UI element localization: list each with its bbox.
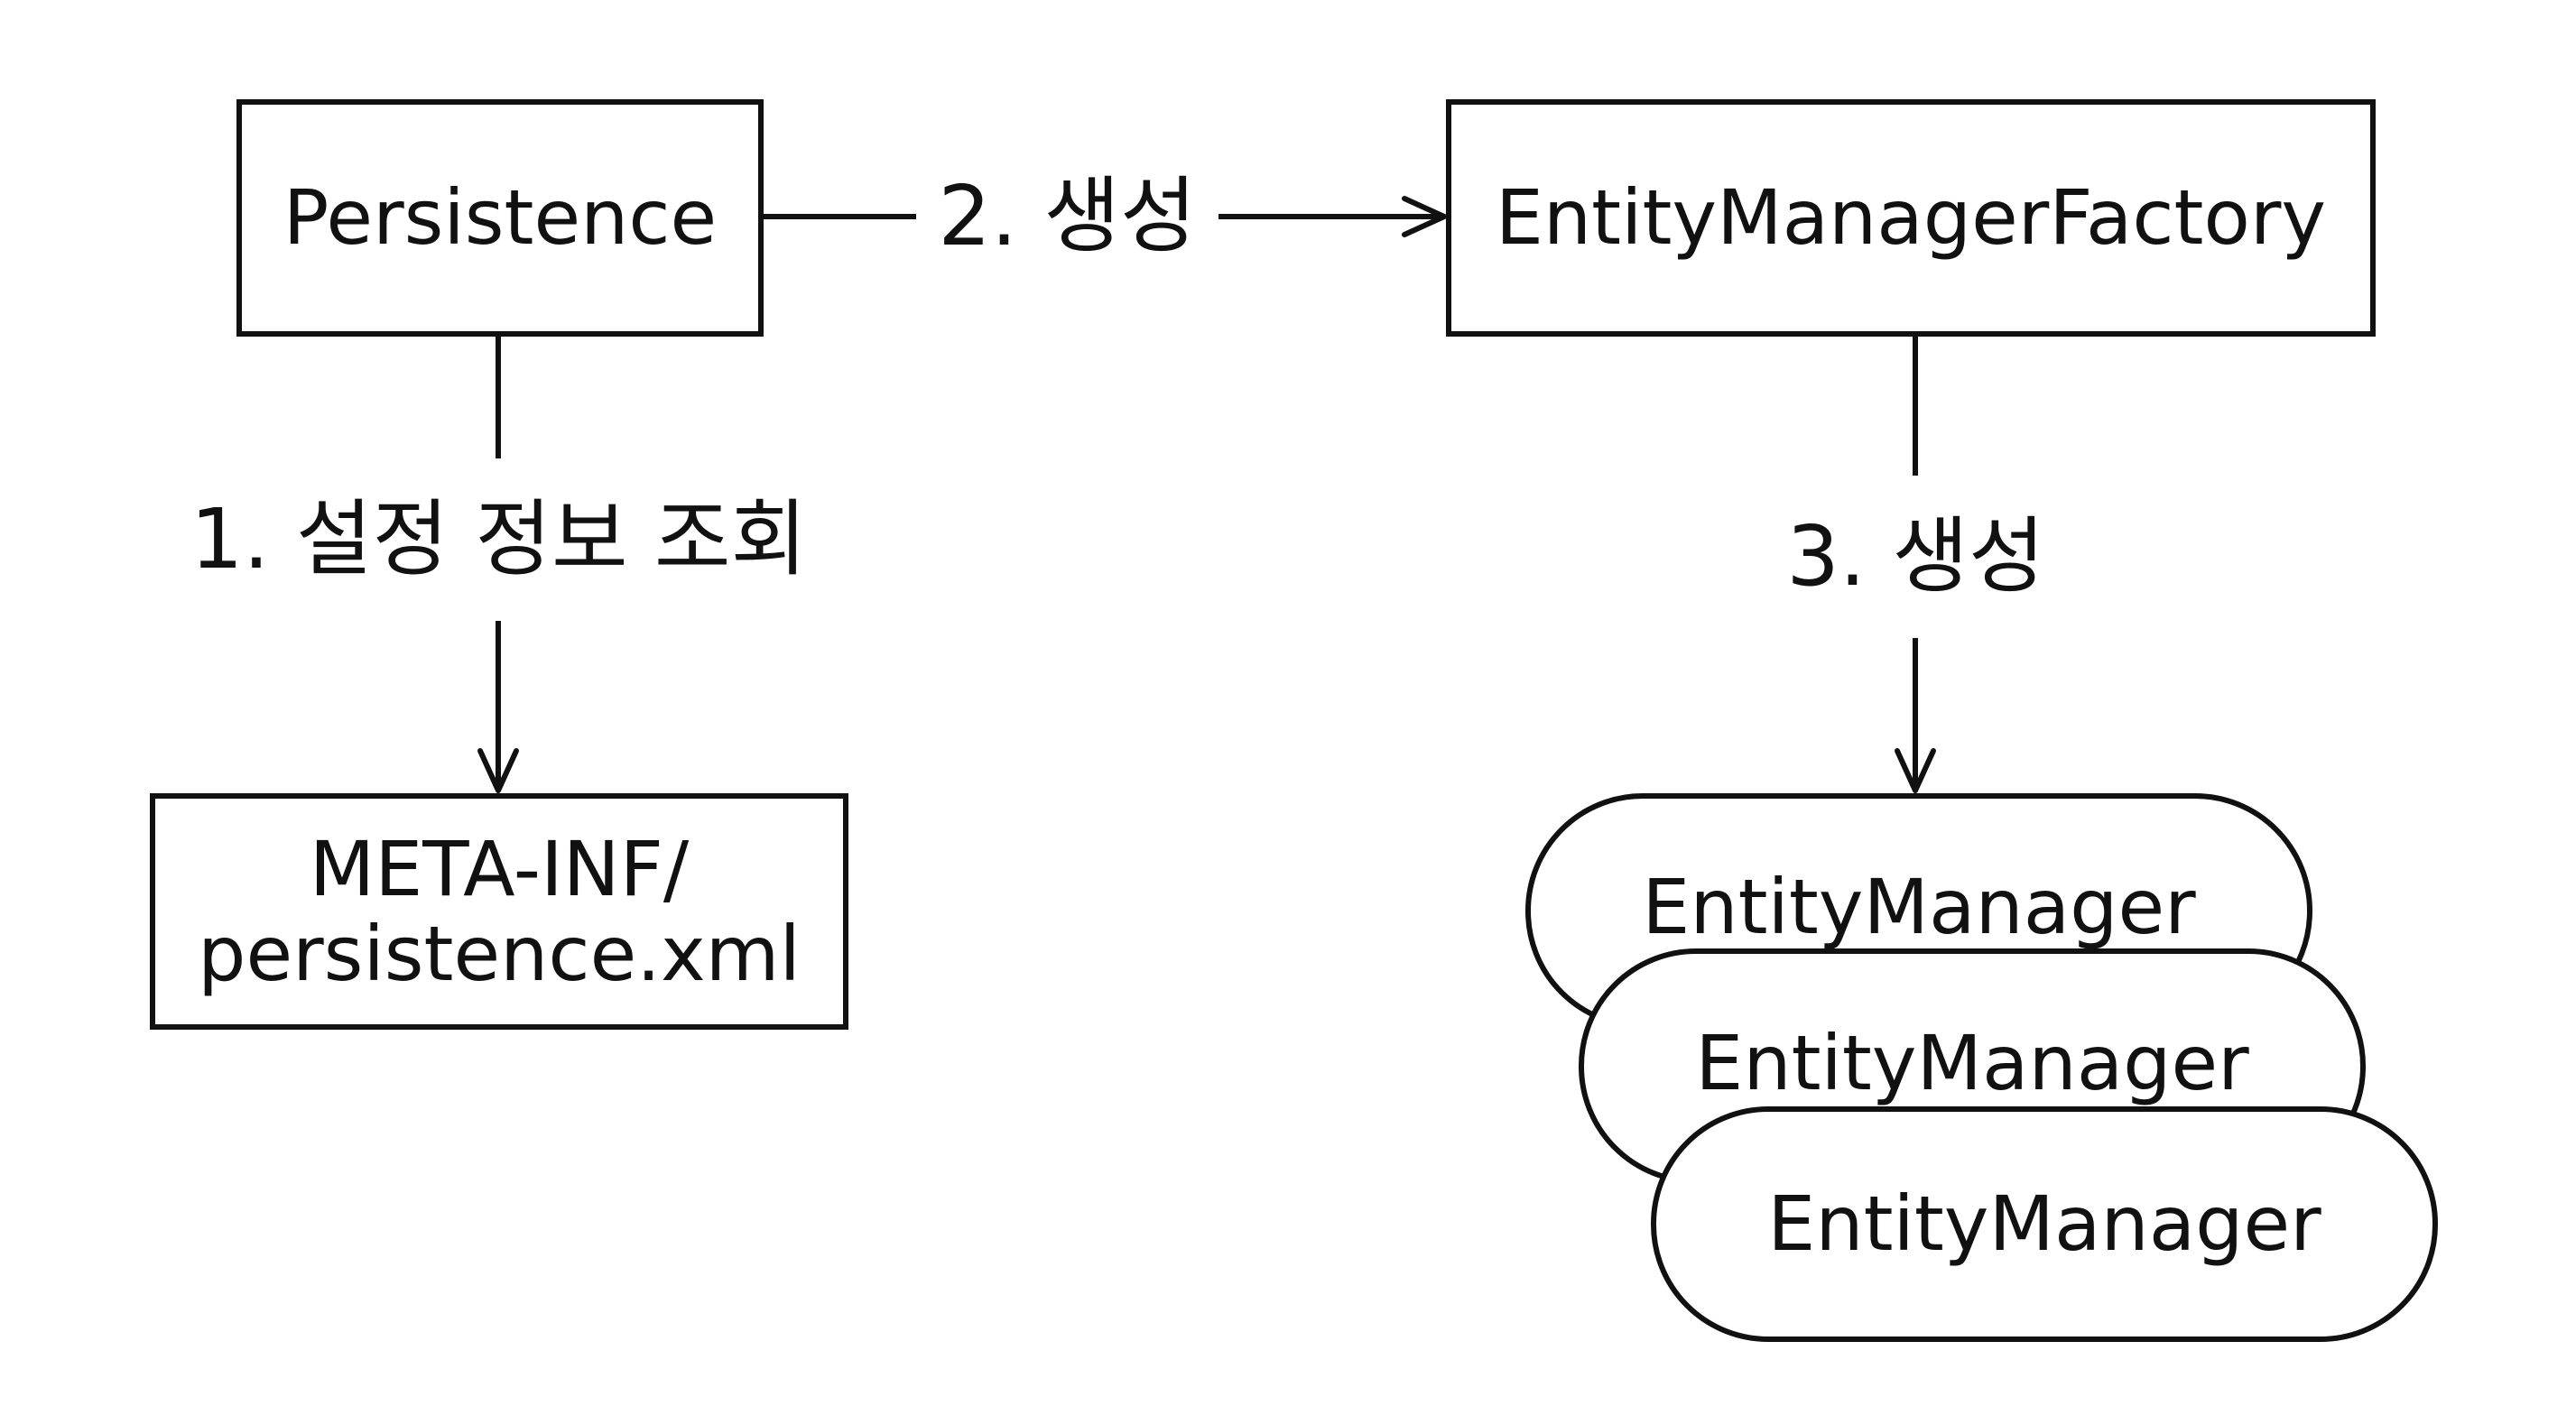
step-3-text: 3. 생성 (1786, 507, 2045, 605)
entity-manager-factory-label: EntityManagerFactory (1495, 173, 2327, 263)
entity-manager-factory-node: EntityManagerFactory (1449, 102, 2373, 334)
persistence-xml-box (150, 793, 848, 1030)
step-3-label: 3. 생성 (1765, 476, 2067, 638)
step-2-text: 2. 생성 (938, 167, 1197, 264)
persistence-box (236, 99, 764, 337)
entity-manager-front-text: EntityManager (1654, 1172, 2435, 1276)
step-1-label: 1. 설정 정보 조회 (171, 458, 826, 621)
entity-manager-factory-box (1446, 99, 2376, 337)
entity-manager-middle-label: EntityManager (1695, 1018, 2249, 1107)
entity-manager-back-label: EntityManager (1642, 862, 2196, 951)
step-1-text: 1. 설정 정보 조회 (190, 490, 808, 587)
entity-manager-middle-text: EntityManager (1581, 1013, 2363, 1113)
meta-inf-label: META-INF/ (309, 824, 690, 913)
entity-manager-back-text: EntityManager (1528, 857, 2310, 957)
persistence-node: Persistence (239, 102, 761, 334)
entity-manager-front-label: EntityManager (1767, 1179, 2321, 1269)
persistence-xml-text: META-INF/ persistence.xml (198, 827, 801, 996)
persistence-xml-label: persistence.xml (198, 910, 801, 998)
persistence-label: Persistence (283, 173, 718, 263)
persistence-xml-node: META-INF/ persistence.xml (153, 796, 846, 1027)
step-2-label: 2. 생성 (916, 166, 1219, 267)
entity-manager-capsule-front (1651, 1106, 2438, 1342)
